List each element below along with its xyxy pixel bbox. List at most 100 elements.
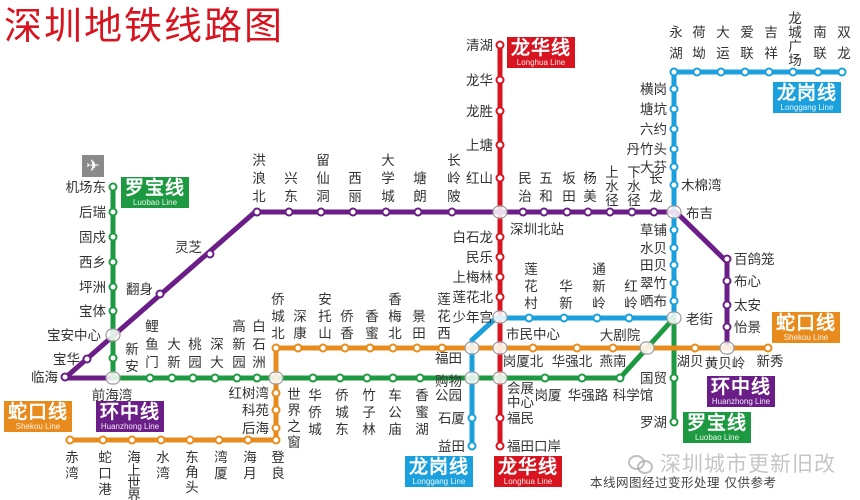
- station-dot[interactable]: [669, 124, 679, 134]
- station-dot[interactable]: [467, 441, 477, 451]
- station-dot[interactable]: [388, 373, 398, 383]
- station-dot[interactable]: [540, 373, 550, 383]
- station-dot[interactable]: [572, 343, 582, 353]
- interchange-marker[interactable]: [666, 311, 682, 325]
- interchange-marker[interactable]: [719, 341, 735, 355]
- station-dot[interactable]: [495, 252, 505, 262]
- interchange-marker[interactable]: [105, 328, 121, 342]
- station-dot[interactable]: [624, 313, 634, 323]
- station-dot[interactable]: [518, 207, 528, 217]
- station-dot[interactable]: [592, 313, 602, 323]
- station-dot[interactable]: [271, 405, 281, 415]
- station-dot[interactable]: [764, 67, 774, 77]
- station-dot[interactable]: [108, 257, 118, 267]
- station-dot[interactable]: [362, 373, 372, 383]
- station-dot[interactable]: [65, 435, 75, 445]
- station-dot[interactable]: [308, 373, 318, 383]
- station-dot[interactable]: [669, 180, 679, 190]
- station-dot[interactable]: [415, 373, 425, 383]
- interchange-marker[interactable]: [492, 310, 508, 324]
- station-dot[interactable]: [214, 435, 224, 445]
- station-dot[interactable]: [271, 435, 281, 445]
- station-dot[interactable]: [210, 373, 220, 383]
- station-dot[interactable]: [669, 373, 679, 383]
- station-dot[interactable]: [669, 260, 679, 270]
- station-dot[interactable]: [167, 373, 177, 383]
- station-dot[interactable]: [495, 40, 505, 50]
- station-dot[interactable]: [108, 232, 118, 242]
- station-dot[interactable]: [271, 388, 281, 398]
- station-dot[interactable]: [348, 207, 358, 217]
- station-dot[interactable]: [495, 272, 505, 282]
- station-dot[interactable]: [284, 207, 294, 217]
- station-dot[interactable]: [615, 373, 625, 383]
- interchange-marker[interactable]: [268, 371, 284, 385]
- station-dot[interactable]: [365, 343, 375, 353]
- station-dot[interactable]: [608, 343, 618, 353]
- station-dot[interactable]: [495, 173, 505, 183]
- station-dot[interactable]: [495, 292, 505, 302]
- station-dot[interactable]: [583, 207, 593, 217]
- station-dot[interactable]: [692, 67, 702, 77]
- station-dot[interactable]: [145, 373, 155, 383]
- station-dot[interactable]: [388, 343, 398, 353]
- station-dot[interactable]: [185, 435, 195, 445]
- station-dot[interactable]: [669, 417, 679, 427]
- station-dot[interactable]: [763, 343, 773, 353]
- station-dot[interactable]: [669, 162, 679, 172]
- station-dot[interactable]: [318, 343, 328, 353]
- station-dot[interactable]: [252, 373, 262, 383]
- station-dot[interactable]: [495, 413, 505, 423]
- station-dot[interactable]: [740, 67, 750, 77]
- station-dot[interactable]: [690, 343, 700, 353]
- interchange-marker[interactable]: [464, 341, 480, 355]
- station-dot[interactable]: [412, 343, 422, 353]
- station-dot[interactable]: [293, 343, 303, 353]
- interchange-marker[interactable]: [492, 341, 508, 355]
- station-dot[interactable]: [495, 106, 505, 116]
- station-dot[interactable]: [559, 313, 569, 323]
- station-dot[interactable]: [669, 104, 679, 114]
- interchange-marker[interactable]: [666, 205, 682, 219]
- station-dot[interactable]: [413, 207, 423, 217]
- station-dot[interactable]: [669, 296, 679, 306]
- station-dot[interactable]: [669, 67, 679, 77]
- station-dot[interactable]: [108, 182, 118, 192]
- station-dot[interactable]: [495, 140, 505, 150]
- station-dot[interactable]: [669, 84, 679, 94]
- station-dot[interactable]: [205, 249, 215, 259]
- station-dot[interactable]: [669, 225, 679, 235]
- station-dot[interactable]: [837, 67, 847, 77]
- station-dot[interactable]: [271, 343, 281, 353]
- station-dot[interactable]: [437, 343, 447, 353]
- station-dot[interactable]: [813, 67, 823, 77]
- station-dot[interactable]: [60, 372, 70, 382]
- station-dot[interactable]: [243, 435, 253, 445]
- station-dot[interactable]: [562, 207, 572, 217]
- station-dot[interactable]: [108, 207, 118, 217]
- station-dot[interactable]: [156, 435, 166, 445]
- station-dot[interactable]: [669, 243, 679, 253]
- station-dot[interactable]: [335, 373, 345, 383]
- station-dot[interactable]: [98, 435, 108, 445]
- station-dot[interactable]: [722, 254, 732, 264]
- station-dot[interactable]: [649, 207, 659, 217]
- station-dot[interactable]: [82, 354, 92, 364]
- station-dot[interactable]: [605, 207, 615, 217]
- station-dot[interactable]: [539, 207, 549, 217]
- station-dot[interactable]: [495, 75, 505, 85]
- station-dot[interactable]: [495, 232, 505, 242]
- interchange-marker[interactable]: [639, 341, 655, 355]
- station-dot[interactable]: [577, 373, 587, 383]
- station-dot[interactable]: [340, 343, 350, 353]
- interchange-marker[interactable]: [492, 371, 508, 385]
- station-dot[interactable]: [788, 67, 798, 77]
- station-dot[interactable]: [155, 289, 165, 299]
- station-dot[interactable]: [722, 300, 732, 310]
- station-dot[interactable]: [108, 353, 118, 363]
- station-dot[interactable]: [188, 373, 198, 383]
- station-dot[interactable]: [669, 144, 679, 154]
- interchange-marker[interactable]: [492, 205, 508, 219]
- interchange-marker[interactable]: [464, 371, 480, 385]
- station-dot[interactable]: [316, 207, 326, 217]
